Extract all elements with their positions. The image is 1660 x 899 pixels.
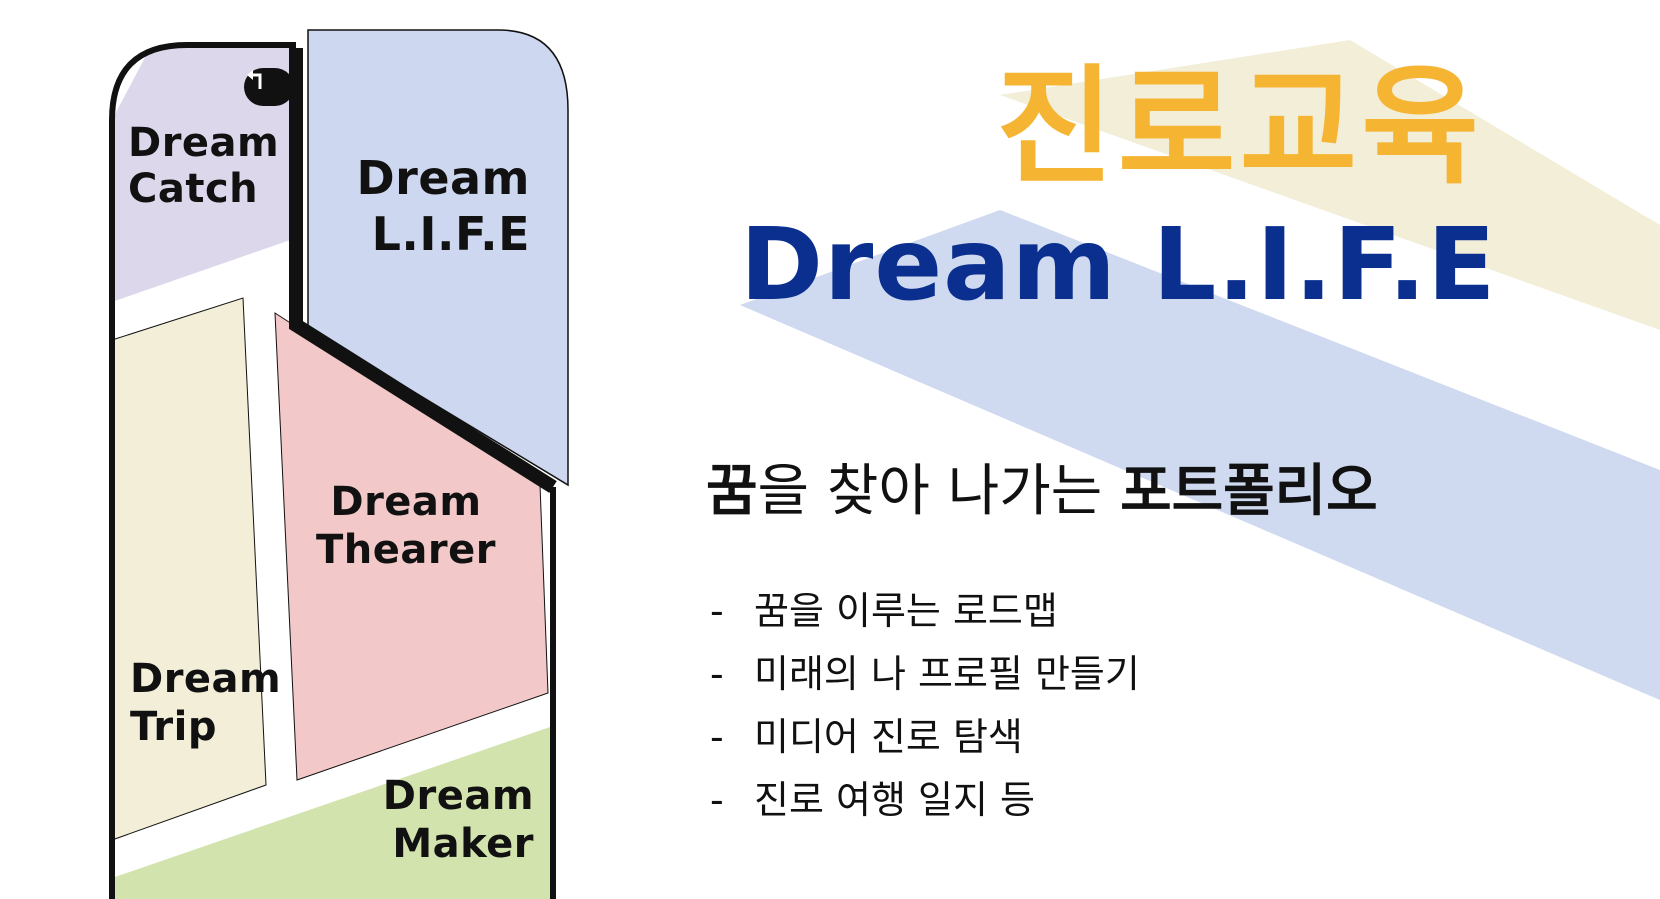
bullet-dash: - (710, 715, 724, 759)
blue-band (740, 210, 1660, 700)
zone-trip-shape (111, 297, 267, 841)
bullet-text: 미래의 나 프로필 만들기 (754, 652, 1140, 696)
zone-label-maker: Dream Maker (344, 772, 534, 868)
zone-label-life: Dream L.I.F.E (334, 150, 530, 262)
zone-life-shape (307, 29, 569, 487)
list-item: -미래의 나 프로필 만들기 (710, 643, 1140, 706)
zone-thearer-line1: Dream (330, 479, 482, 525)
bullet-text: 미디어 진로 탐색 (754, 715, 1023, 759)
zone-maker-shape (112, 726, 553, 899)
list-item: -진로 여행 일지 등 (710, 769, 1140, 832)
bullet-text: 진로 여행 일지 등 (754, 778, 1035, 822)
yellow-band (1000, 40, 1660, 330)
list-item: -미디어 진로 탐색 (710, 706, 1140, 769)
zone-catch-shape (112, 48, 296, 302)
zone-catch-line1: Dream (128, 120, 280, 166)
tagline-portfolio: 포트폴리오 (1120, 459, 1378, 524)
bullet-dash: - (710, 652, 724, 696)
bullet-text: 꿈을 이루는 로드맵 (754, 589, 1058, 633)
zone-maker-line2: Maker (392, 821, 534, 867)
zone-label-thearer: Dream Thearer (306, 478, 506, 574)
feature-list: -꿈을 이루는 로드맵 -미래의 나 프로필 만들기 -미디어 진로 탐색 -진… (710, 580, 1140, 832)
tagline: 꿈을 찾아 나가는 포트폴리오 (706, 460, 1378, 524)
zone-maker-line1: Dream (382, 773, 534, 819)
return-arrow-icon[interactable] (244, 68, 294, 106)
divider-line (289, 48, 557, 493)
tagline-middle: 을 찾아 나가는 (757, 459, 1121, 524)
zone-catch-line2: Catch (128, 166, 259, 212)
zone-thearer-line2: Thearer (316, 527, 496, 573)
title-korean: 진로교육 (996, 53, 1484, 202)
zone-trip-line2: Trip (130, 704, 217, 750)
bullet-dash: - (710, 589, 724, 633)
bullet-dash: - (710, 778, 724, 822)
zone-label-catch: Dream Catch (128, 120, 279, 212)
phone-outline (109, 42, 556, 899)
zone-trip-line1: Dream (130, 656, 282, 702)
zone-label-trip: Dream Trip (130, 655, 281, 751)
tagline-dream: 꿈 (706, 459, 758, 524)
title-english: Dream L.I.F.E (740, 206, 1497, 323)
zone-life-line1: Dream (356, 151, 530, 205)
list-item: -꿈을 이루는 로드맵 (710, 580, 1140, 643)
zone-life-line2: L.I.F.E (371, 207, 530, 261)
